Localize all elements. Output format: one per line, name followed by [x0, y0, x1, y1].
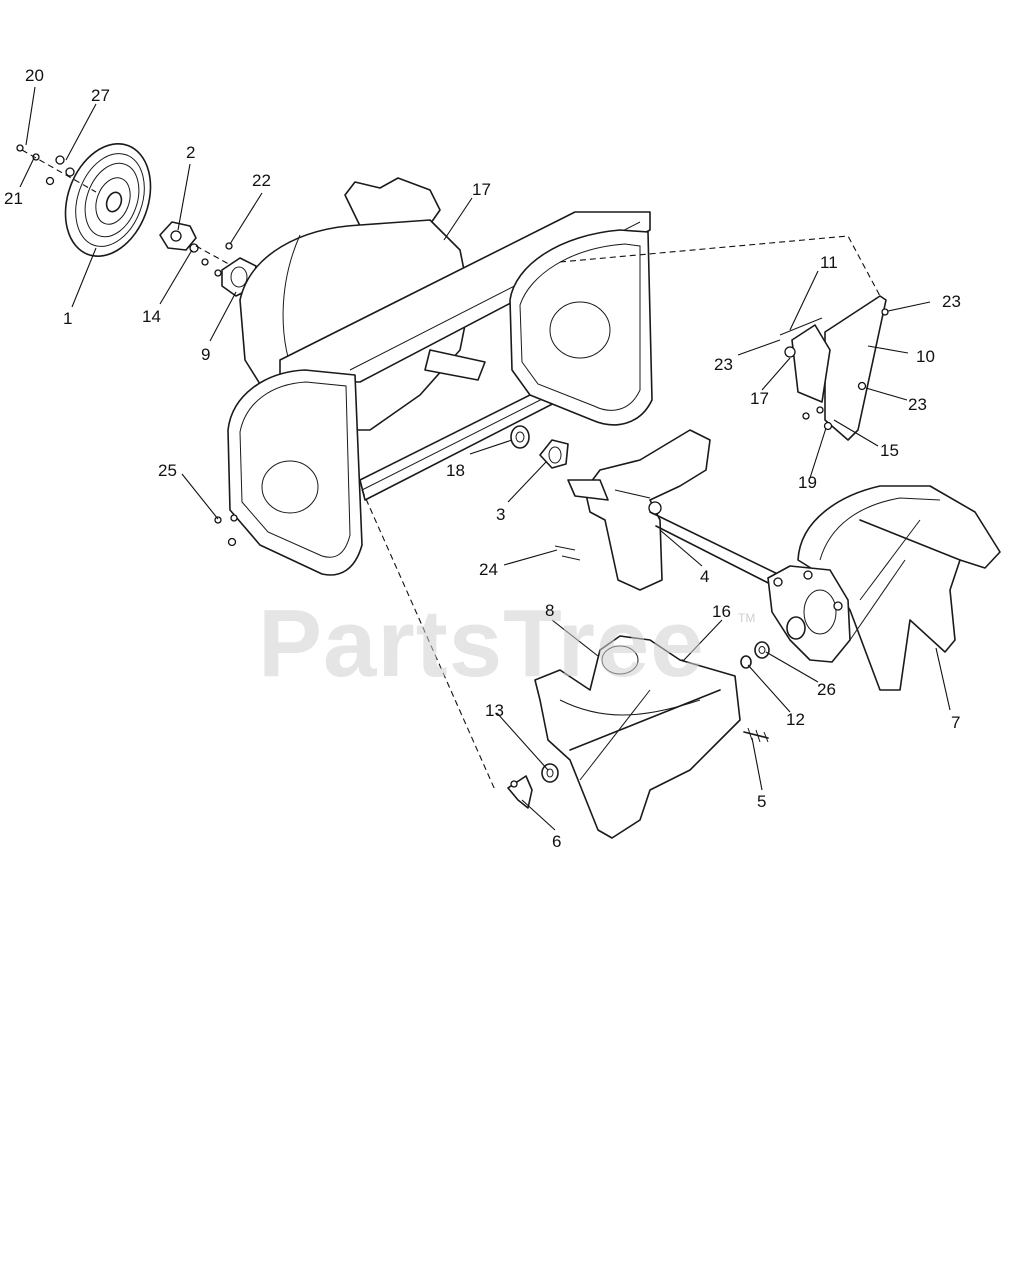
auger-right [797, 485, 1001, 691]
auger-left [534, 635, 769, 839]
callout-23-bottom: 23 [908, 395, 927, 414]
callout-26: 26 [817, 680, 836, 699]
callout-3: 3 [496, 505, 505, 524]
callout-22: 22 [252, 171, 271, 190]
callout-9: 9 [201, 345, 210, 364]
callout-1: 1 [63, 309, 72, 328]
callout-18: 18 [446, 461, 465, 480]
callout-7: 7 [951, 713, 960, 732]
callout-17-top: 17 [472, 180, 491, 199]
pulley-hardware [16, 144, 97, 193]
callout-13: 13 [485, 701, 504, 720]
callout-15: 15 [880, 441, 899, 460]
callout-24: 24 [479, 560, 498, 579]
callout-14: 14 [142, 307, 161, 326]
callout-23-top: 23 [942, 292, 961, 311]
callout-5: 5 [757, 792, 766, 811]
callout-10: 10 [916, 347, 935, 366]
drive-bracket [559, 235, 889, 441]
end-bearing [361, 489, 559, 809]
callout-25: 25 [158, 461, 177, 480]
watermark-trademark: TM [738, 611, 755, 625]
callout-21: 21 [4, 189, 23, 208]
callout-23-left: 23 [714, 355, 733, 374]
callout-2: 2 [186, 143, 195, 162]
gearbox [767, 565, 851, 663]
callout-12: 12 [786, 710, 805, 729]
callout-20: 20 [25, 66, 44, 85]
bearing-flange [159, 221, 237, 277]
impeller [567, 429, 711, 591]
callout-4: 4 [700, 567, 709, 586]
callout-19: 19 [798, 473, 817, 492]
housing-hardware [214, 514, 238, 547]
pulley [64, 143, 152, 257]
watermark: PartsTree TM [258, 590, 755, 697]
auger-shaft [554, 511, 791, 595]
leader-lines [19, 86, 951, 831]
callout-6: 6 [552, 832, 561, 851]
auger-housing [227, 177, 653, 576]
watermark-text: PartsTree [258, 590, 705, 697]
callout-16: 16 [712, 602, 731, 621]
callout-27: 27 [91, 86, 110, 105]
callout-labels: 20 27 21 1 2 14 22 9 17 11 23 23 10 17 2… [4, 66, 961, 851]
callout-11: 11 [820, 253, 838, 272]
callout-17-right: 17 [750, 389, 769, 408]
callout-8: 8 [545, 601, 554, 620]
shaft-bearing [510, 425, 569, 469]
